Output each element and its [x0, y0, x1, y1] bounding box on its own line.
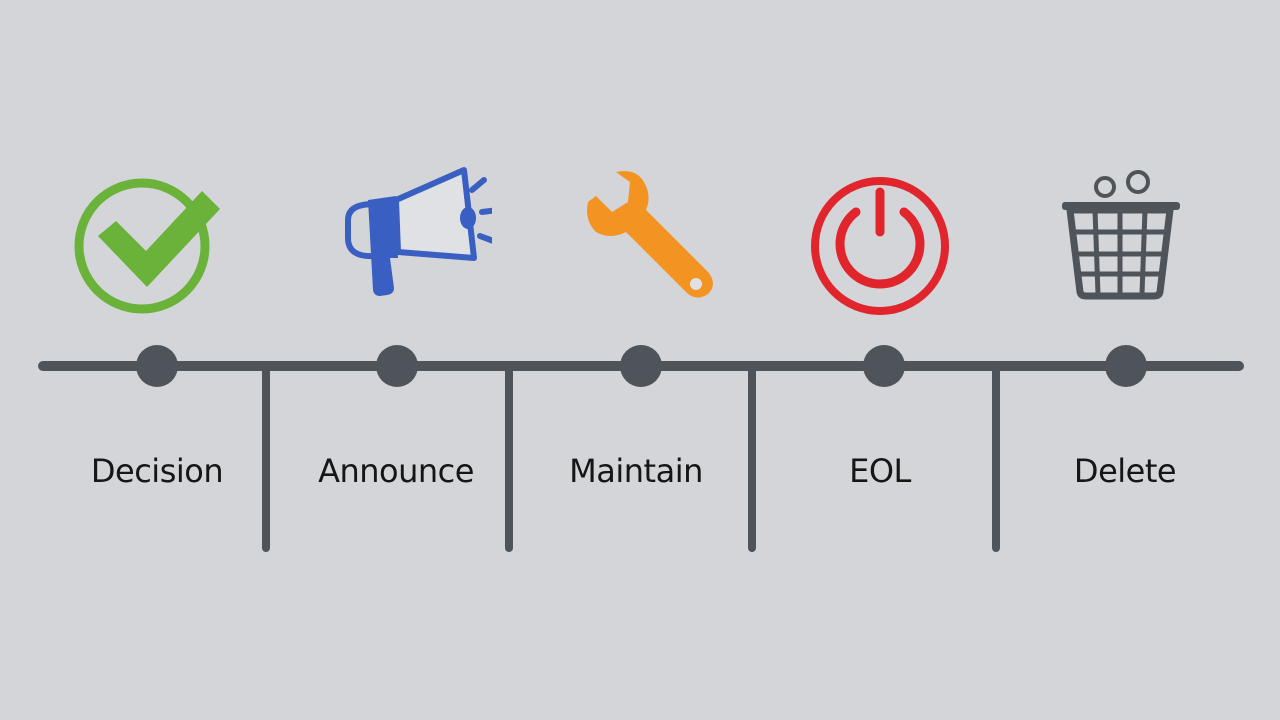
- stage-label-decision: Decision: [90, 452, 224, 490]
- stage-divider: [748, 366, 756, 552]
- power-icon: [800, 160, 960, 320]
- stage-label-eol: EOL: [849, 452, 911, 490]
- stage-label-maintain: Maintain: [569, 452, 703, 490]
- stage-divider: [505, 366, 513, 552]
- timeline-node-maintain: [620, 345, 662, 387]
- stage-divider: [992, 366, 1000, 552]
- stage-label-announce: Announce: [318, 452, 474, 490]
- stage-divider: [262, 366, 270, 552]
- megaphone-icon: [332, 160, 492, 320]
- check-circle-icon: [72, 160, 232, 320]
- stage-label-delete: Delete: [1073, 452, 1177, 490]
- timeline-node-announce: [376, 345, 418, 387]
- timeline-node-eol: [863, 345, 905, 387]
- timeline-node-decision: [136, 345, 178, 387]
- timeline-node-delete: [1105, 345, 1147, 387]
- wrench-icon: [572, 160, 732, 320]
- trash-basket-icon: [1040, 160, 1200, 320]
